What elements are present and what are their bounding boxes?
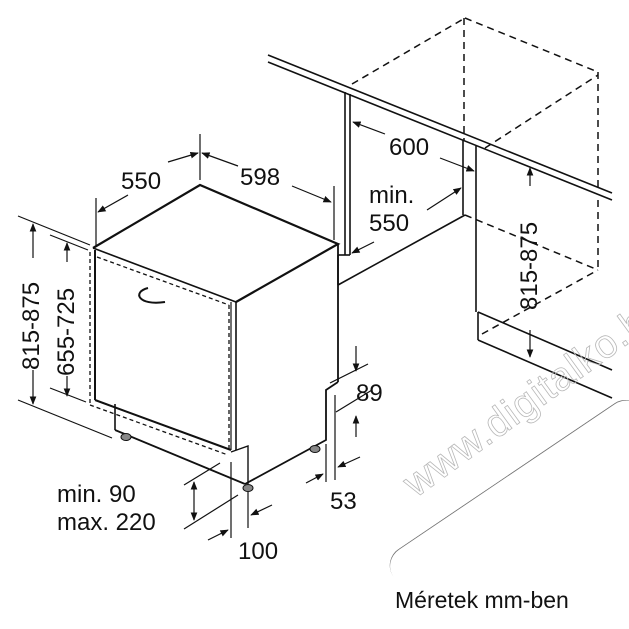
dishwasher-body	[92, 183, 341, 485]
units-caption: Méretek mm-ben	[395, 587, 569, 613]
plinth-max-label: max. 220	[57, 509, 156, 536]
niche-width-label: 600	[389, 134, 430, 161]
upper-cabinet-outline	[351, 17, 599, 335]
dimension-lines	[17, 121, 534, 541]
kitchen-niche	[267, 54, 613, 399]
depth-label: 550	[121, 168, 162, 195]
total-height-right-label: 815-875	[516, 221, 543, 310]
niche-depth-value: 550	[369, 210, 410, 237]
foot-offset-label: 100	[238, 538, 279, 565]
total-height-left-label: 815-875	[18, 281, 45, 370]
niche-depth-min-label: min.	[369, 182, 415, 209]
plinth-gap-label: 89	[356, 380, 383, 407]
door-panel-outline	[89, 252, 230, 456]
door-height-label: 655-725	[53, 287, 80, 376]
width-label: 598	[240, 164, 281, 191]
rear-offset-label: 53	[330, 488, 357, 515]
plinth-min-label: min. 90	[57, 481, 136, 508]
dishwasher-feet	[120, 433, 321, 492]
